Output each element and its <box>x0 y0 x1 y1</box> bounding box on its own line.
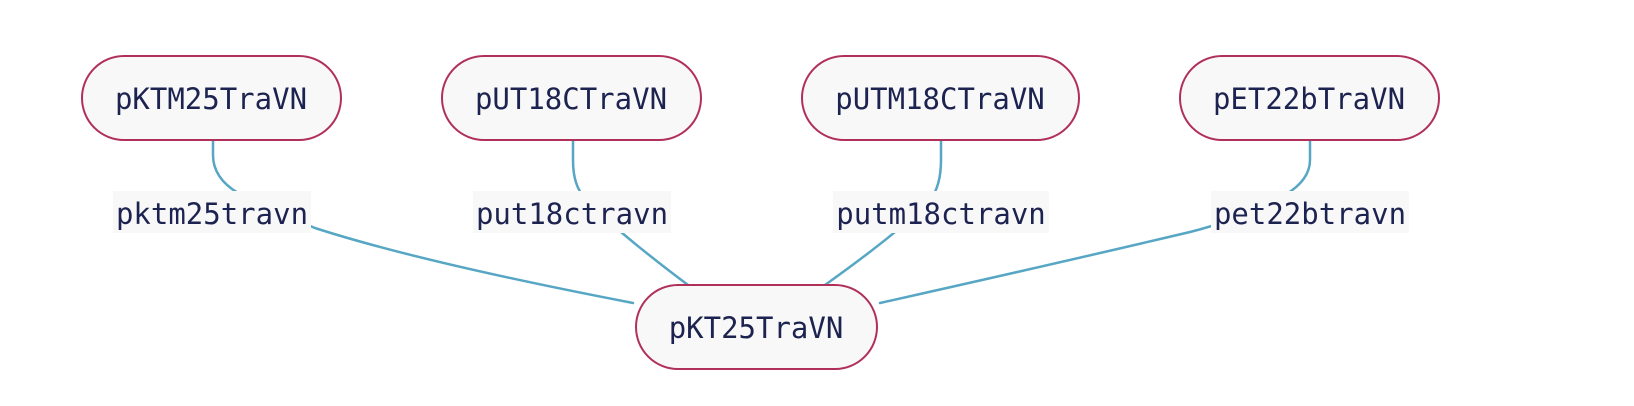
node-shape <box>441 55 702 141</box>
node-putm18ctravn[interactable]: pUTM18CTraVN <box>801 55 1080 141</box>
edge-line <box>211 138 635 305</box>
edge-pet22b-to-pkt25 <box>878 138 1312 305</box>
edge-label-text: pktm25travn <box>116 197 308 231</box>
edge-label-text: put18ctravn <box>476 197 668 231</box>
node-pet22btravn[interactable]: pET22bTraVN <box>1179 55 1440 141</box>
edge-label-background <box>113 191 311 233</box>
node-shape <box>81 55 342 141</box>
node-label: pUT18CTraVN <box>475 82 667 116</box>
edge-label-background <box>1211 191 1409 233</box>
node-shape <box>801 55 1080 141</box>
node-pkt25travn[interactable]: pKT25TraVN <box>635 284 878 370</box>
edge-label-put18ctravn: put18ctravn <box>473 191 671 233</box>
edge-pktm25-to-pkt25 <box>211 138 635 305</box>
node-shape <box>1179 55 1440 141</box>
node-put18ctravn[interactable]: pUT18CTraVN <box>441 55 702 141</box>
node-label: pKTM25TraVN <box>115 82 307 116</box>
edge-label-pet22btravn: pet22btravn <box>1211 191 1409 233</box>
edge-label-pktm25travn: pktm25travn <box>113 191 311 233</box>
edge-line <box>878 138 1312 305</box>
edge-label-background <box>473 191 671 233</box>
node-label: pUTM18CTraVN <box>835 82 1045 116</box>
node-label: pKT25TraVN <box>669 311 844 345</box>
node-pktm25travn[interactable]: pKTM25TraVN <box>81 55 342 141</box>
node-label: pET22bTraVN <box>1213 82 1405 116</box>
edge-label-background <box>833 191 1049 233</box>
edge-label-text: putm18ctravn <box>836 197 1046 231</box>
node-shape <box>635 284 878 370</box>
edge-label-text: pet22btravn <box>1214 197 1406 231</box>
edge-label-putm18ctravn: putm18ctravn <box>833 191 1049 233</box>
